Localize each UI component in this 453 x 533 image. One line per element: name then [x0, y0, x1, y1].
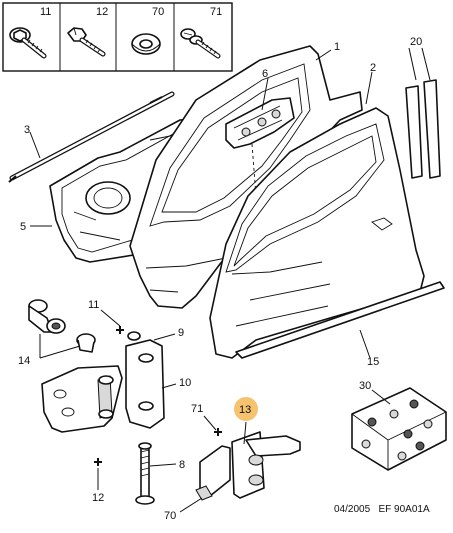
callout-13: 13 [239, 404, 251, 416]
washer-icon [131, 33, 161, 55]
rear-hinge-part [195, 431, 301, 501]
callout-14: 14 [18, 355, 30, 367]
rod-part [8, 91, 175, 183]
bumper-stop-part [28, 299, 96, 353]
callout-15: 15 [367, 356, 379, 368]
callout-12: 12 [92, 492, 104, 504]
callout-70: 70 [164, 510, 176, 522]
diagram-reference: 04/2005 EF 90A01A [334, 504, 430, 515]
flanged-bolt-icon [9, 27, 47, 59]
callout-9: 9 [178, 327, 184, 339]
callout-10: 10 [179, 377, 191, 389]
highlight-marker [234, 397, 258, 421]
window-strips-part [405, 79, 441, 179]
box-label-11: 11 [40, 6, 51, 18]
callout-20: 20 [410, 36, 422, 48]
callout-71: 71 [191, 403, 203, 415]
callout-8: 8 [179, 459, 185, 471]
callout-1: 1 [334, 41, 340, 53]
callout-6: 6 [262, 68, 268, 80]
box-label-70: 70 [152, 6, 164, 18]
callout-5: 5 [20, 221, 26, 233]
callout-3: 3 [24, 124, 30, 136]
box-label-71: 71 [210, 6, 222, 18]
front-door-part [129, 45, 363, 309]
hinge-assembly-part [41, 331, 165, 433]
hinge-pin-part [135, 442, 155, 505]
box-label-12: 12 [96, 6, 108, 18]
fastener-markers [94, 326, 222, 466]
callout-11: 11 [88, 299, 99, 311]
clip-kit-part [351, 387, 447, 471]
leader-lines [29, 47, 431, 513]
callout-2: 2 [370, 62, 376, 74]
sill-strip-part [235, 281, 445, 359]
callout-labels: 1 2 3 5 6 8 9 10 11 12 14 15 20 30 70 71… [18, 36, 422, 522]
fastener-header: 11 12 70 71 [2, 2, 233, 72]
lock-mechanism-part [225, 97, 295, 221]
screw-with-washer-icon [180, 28, 221, 59]
callout-30: 30 [359, 380, 371, 392]
hex-bolt-icon [67, 27, 106, 57]
